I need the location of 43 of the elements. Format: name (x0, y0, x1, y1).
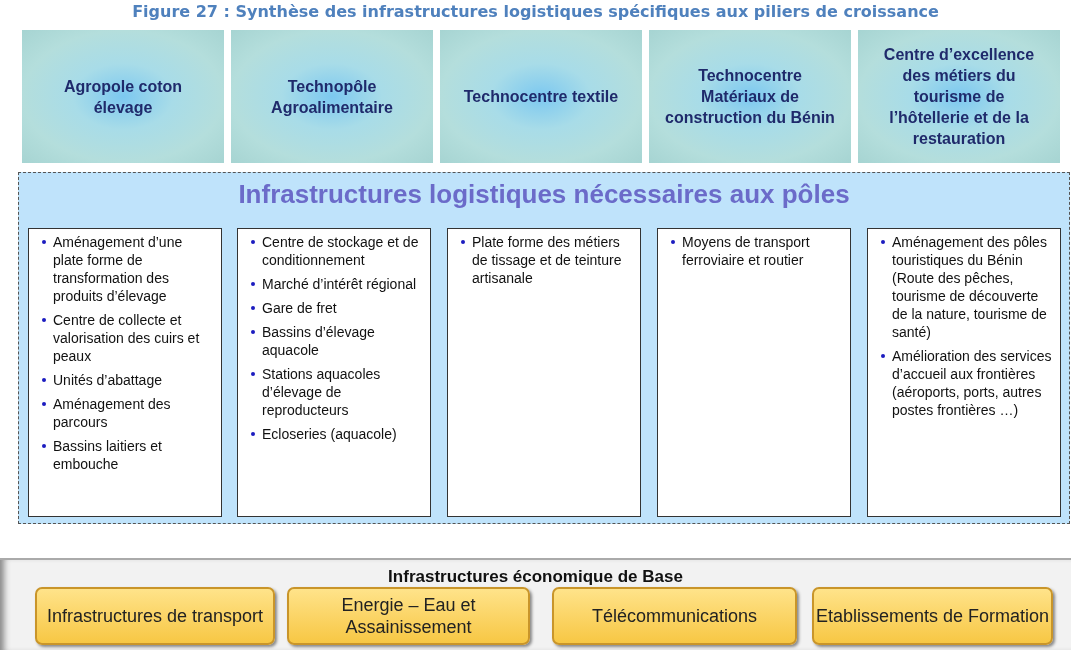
panel-heading: Infrastructures économique de Base (388, 567, 683, 586)
bullet-item: Bassins d’élevage aquacole (248, 323, 422, 359)
bullet-item: Moyens de transport ferroviaire et routier (668, 233, 842, 269)
rounded-box (35, 587, 275, 645)
figure-title: Figure 27 : Synthèse des infrastructures logistiques spécifiques aux piliers de croissance (132, 2, 939, 21)
bullet-item: Centre de stockage et de conditionnement (248, 233, 422, 269)
list-box (28, 228, 222, 517)
rounded-box (812, 587, 1053, 645)
box-label: Etablissements de Formation (815, 605, 1050, 627)
bullet-item: Ecloseries (aquacole) (248, 425, 422, 443)
bullet-item: Aménagement d’une plate forme de transformation des produits d’élevage (39, 233, 213, 305)
bullet-item: Stations aquacoles d’élevage de reproducteurs (248, 365, 422, 419)
bullet-item: Gare de fret (248, 299, 422, 317)
pillar-box (858, 30, 1060, 163)
box-label: Agropole coton élevage (62, 76, 184, 118)
dashed-panel (18, 172, 1070, 524)
bullet-item: Centre de collecte et valorisation des cuirs et peaux (39, 311, 213, 365)
panel-heading: Infrastructures logistiques nécessaires aux pôles (238, 179, 850, 209)
bullet-item: Aménagement des pôles touristiques du Bénin (Route des pêches, tourisme de découverte de la nature, tourisme de santé) (878, 233, 1052, 341)
pillar-box (231, 30, 433, 163)
bullet-item: Marché d’intérêt régional (248, 275, 422, 293)
rounded-box (552, 587, 797, 645)
box-label: Energie – Eau et Assainissement (340, 594, 477, 638)
rounded-box (287, 587, 530, 645)
list-box (237, 228, 431, 517)
box-label: Technopôle Agroalimentaire (270, 76, 394, 118)
box-label: Télécommunications (591, 605, 758, 627)
pillar-box (649, 30, 851, 163)
bullet-item: Amélioration des services d’accueil aux frontières (aéroports, ports, autres postes frontières …) (878, 347, 1052, 419)
box-label: Infrastructures de transport (46, 605, 264, 627)
bullet-item: Plate forme des métiers de tissage et de teinture artisanale (458, 233, 632, 287)
bullet-item: Unités d’abattage (39, 371, 213, 389)
list-box (867, 228, 1061, 517)
list-box (447, 228, 641, 517)
base-panel (0, 558, 1071, 650)
pillar-box (440, 30, 642, 163)
box-label: Technocentre Matériaux de construction du Bénin (664, 66, 836, 128)
box-label: Centre d’excellence des métiers du tourisme de l’hôtellerie et de la restauration (882, 45, 1036, 149)
list-box (657, 228, 851, 517)
bullet-item: Aménagement des parcours (39, 395, 213, 431)
bullet-item: Bassins laitiers et embouche (39, 437, 213, 473)
box-label: Technocentre textile (463, 87, 619, 107)
pillar-box (22, 30, 224, 163)
